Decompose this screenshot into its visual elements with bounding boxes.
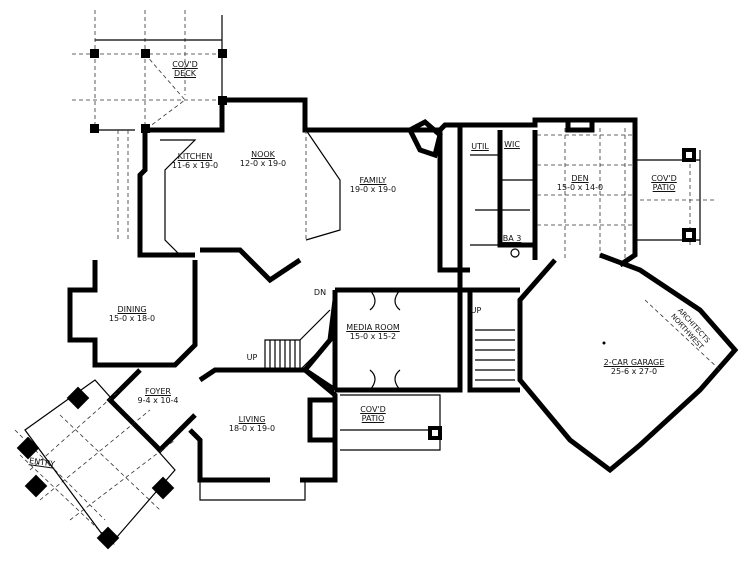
room-name: BA 3 <box>502 234 522 243</box>
room-name: DINING <box>117 305 147 314</box>
room-dims: 25-6 x 27-0 <box>610 367 658 376</box>
room-label-bath: BA 3 <box>503 234 522 243</box>
room-name: WIC <box>504 140 520 149</box>
room-dims: 15-0 x 15-2 <box>349 332 397 341</box>
stair-dn-label: DN <box>314 288 326 297</box>
stair-up: UP <box>246 353 258 362</box>
stair-up: UP <box>470 306 482 315</box>
room-dims: 9-4 x 10-4 <box>137 396 179 405</box>
room-name: KITCHEN <box>177 152 213 161</box>
den-patio <box>635 148 715 245</box>
room-dims: 15-0 x 14-0 <box>556 183 604 192</box>
room-name: LIVING <box>238 415 266 424</box>
stair-dn: DN <box>313 288 327 297</box>
room-name: UTIL <box>471 142 489 151</box>
room-name: COV'D <box>651 174 677 183</box>
room-label-util: UTIL <box>471 142 489 151</box>
room-name: FOYER <box>145 387 171 396</box>
room-name: COV'D <box>360 405 386 414</box>
room-name: DEN <box>571 174 589 183</box>
room-dims: 19-0 x 19-0 <box>349 185 397 194</box>
stair-up-rear-label: UP <box>471 306 482 315</box>
room-dims: 12-0 x 19-0 <box>239 159 287 168</box>
covered-deck <box>72 10 227 133</box>
room-name: NOOK <box>251 150 275 159</box>
room-name-2: DECK <box>173 69 197 78</box>
room-label-wic: WIC <box>504 140 520 149</box>
room-dims: 15-0 x 18-0 <box>108 314 156 323</box>
stair-up-main-label: UP <box>247 353 258 362</box>
room-name: MEDIA ROOM <box>346 323 400 332</box>
room-name-2: PATIO <box>652 183 676 192</box>
room-name: COV'D <box>172 60 198 69</box>
room-name-2: PATIO <box>361 414 385 423</box>
room-dims: 11-6 x 19-0 <box>171 161 219 170</box>
room-name: 2-CAR GARAGE <box>603 358 665 367</box>
room-dims: 18-0 x 19-0 <box>228 424 276 433</box>
room-name: FAMILY <box>359 176 387 185</box>
